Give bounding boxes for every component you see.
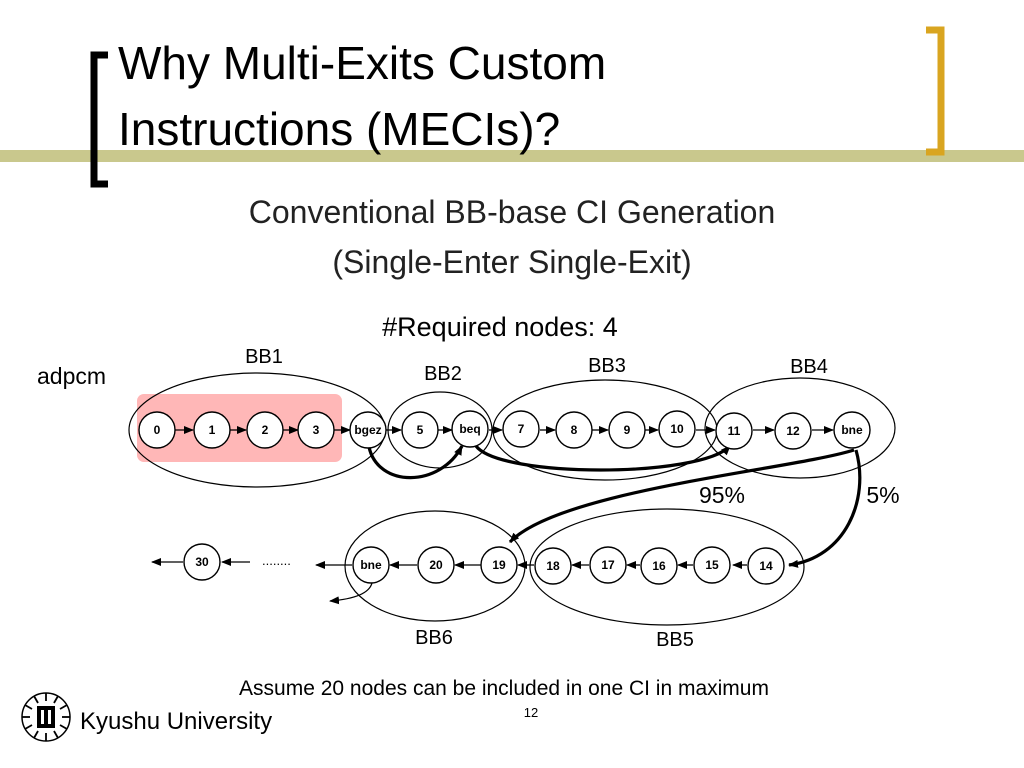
node-17-label: 17	[601, 558, 615, 572]
node-11	[715, 412, 753, 450]
node-30-label: 30	[195, 555, 209, 569]
bb5-ellipse	[529, 508, 805, 626]
footnote: Assume 20 nodes can be included in one C…	[239, 677, 769, 700]
node-30	[183, 543, 221, 581]
slide-title-line-2: Instructions (MECIs)?	[118, 103, 561, 155]
node-19	[480, 546, 518, 584]
node-16	[640, 547, 678, 585]
node-0-label: 0	[154, 423, 161, 437]
node-3	[297, 411, 335, 449]
bb6-label: BB6	[415, 627, 453, 649]
node-1	[193, 411, 231, 449]
node-17	[589, 546, 627, 584]
node-14	[747, 547, 785, 585]
node-12	[774, 412, 812, 450]
node-20-label: 20	[429, 558, 443, 572]
bb5-label: BB5	[656, 629, 694, 651]
ellipsis-dots: ........	[262, 553, 291, 568]
slide-title-line-1: Why Multi-Exits Custom	[118, 37, 607, 89]
node-12-label: 12	[786, 424, 800, 438]
node-10	[658, 410, 696, 448]
branch-bgez-beq	[367, 445, 464, 480]
bb1-label: BB1	[245, 346, 283, 368]
required-nodes-label: #Required nodes: 4	[382, 312, 618, 342]
node-15-label: 15	[705, 558, 719, 572]
node-9-label: 9	[624, 423, 631, 437]
kyushu-university-logo-icon	[21, 692, 71, 742]
node-0	[138, 411, 176, 449]
right-bracket	[926, 26, 945, 156]
bb2-label: BB2	[424, 363, 462, 385]
node-7	[502, 410, 540, 448]
left-bracket	[90, 51, 108, 188]
university-name: Kyushu University	[80, 708, 273, 735]
node-8	[555, 411, 593, 449]
benchmark-label: adpcm	[37, 363, 107, 389]
branch-bne-19	[508, 448, 855, 544]
node-3-label: 3	[313, 423, 320, 437]
node-10-label: 10	[670, 422, 684, 436]
node-16-label: 16	[652, 559, 666, 573]
node-bgez-label: bgez	[354, 423, 381, 437]
bb4-label: BB4	[790, 356, 828, 378]
node-2-label: 2	[262, 423, 269, 437]
probability-5: 5%	[866, 482, 899, 508]
node-15	[693, 546, 731, 584]
node-beq	[451, 410, 489, 448]
node-11-label: 11	[728, 424, 741, 438]
node-5-label: 5	[417, 423, 424, 437]
probability-95: 95%	[699, 482, 745, 508]
node-8-label: 8	[571, 423, 578, 437]
node-bne-bottom	[352, 546, 390, 584]
branch-bne-14	[788, 449, 862, 568]
node-bne-top-label: bne	[841, 423, 863, 437]
node-5	[401, 411, 439, 449]
node-19-label: 19	[492, 558, 506, 572]
node-7-label: 7	[518, 422, 525, 436]
node-bgez	[349, 411, 387, 449]
node-20	[417, 546, 455, 584]
branch-beq-11	[474, 444, 732, 472]
node-18	[534, 547, 572, 585]
bb3-label: BB3	[588, 355, 626, 377]
node-14-label: 14	[759, 559, 773, 573]
node-18-label: 18	[546, 559, 560, 573]
node-beq-label: beq	[459, 422, 480, 436]
subtitle-line-1: Conventional BB-base CI Generation	[248, 194, 776, 230]
node-9	[608, 411, 646, 449]
node-2	[246, 411, 284, 449]
node-1-label: 1	[209, 423, 216, 437]
node-bne-top	[833, 411, 871, 449]
subtitle-line-2: (Single-Enter Single-Exit)	[332, 244, 692, 280]
edge-bne-exit	[329, 582, 373, 605]
title-accent-bar	[0, 150, 1024, 162]
page-number: 12	[523, 705, 539, 720]
bb4-ellipse	[704, 377, 896, 479]
node-bne-bottom-label: bne	[360, 558, 382, 572]
